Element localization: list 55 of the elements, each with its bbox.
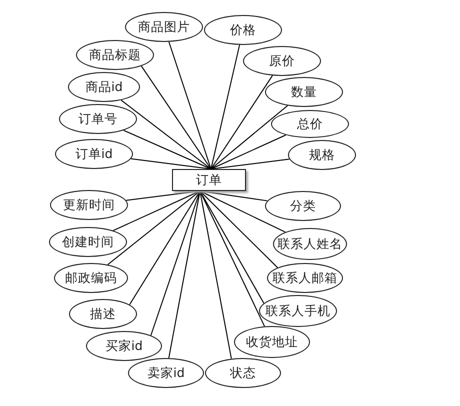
attribute-name: 价格 — [230, 22, 256, 38]
connector-line — [210, 134, 286, 170]
connector-line — [140, 66, 212, 170]
attribute-ellipse — [59, 104, 137, 134]
connector-line — [126, 190, 200, 201]
attribute-name: 订单id — [75, 146, 113, 162]
connector-line — [129, 190, 200, 306]
entity-name: 订单 — [196, 172, 222, 188]
attribute-name: 买家id — [105, 338, 143, 354]
attribute-ellipse — [76, 40, 154, 70]
connector-line — [200, 190, 264, 304]
attribute-name: 联系人手机 — [266, 302, 330, 320]
connector-line — [112, 190, 200, 232]
attribute-ellipse — [265, 77, 343, 107]
attribute-name: 联系人邮箱 — [272, 270, 338, 286]
connector-line — [210, 105, 288, 170]
attribute-name: 联系人姓名 — [278, 236, 342, 252]
attribute-ellipse — [259, 295, 337, 327]
attribute-name: 创建时间 — [62, 234, 114, 250]
attribute-name: 描述 — [90, 306, 116, 322]
attribute-name: 更新时间 — [63, 196, 115, 214]
attribute-name: 原价 — [269, 52, 295, 70]
connector-line — [168, 41, 212, 170]
attribute-name: 邮政编码 — [65, 270, 117, 286]
attribute-name: 总价 — [297, 116, 323, 132]
connector-line — [130, 158, 212, 170]
entity-box — [172, 169, 246, 191]
connector-line — [200, 190, 268, 202]
attribute-ellipse — [125, 12, 203, 42]
attribute-name: 状态 — [230, 364, 256, 382]
attribute-ellipse — [204, 15, 282, 45]
attribute-name: 收货地址 — [246, 334, 298, 350]
connector-line — [200, 190, 232, 360]
attribute-name: 卖家id — [147, 364, 185, 382]
attribute-name: 商品图片 — [138, 18, 190, 36]
connector-line — [200, 190, 286, 233]
attribute-name: 分类 — [290, 198, 316, 214]
connector-line — [150, 190, 200, 336]
attribute-name: 数量 — [291, 84, 317, 100]
attribute-ellipse — [234, 326, 310, 358]
connector-line — [107, 190, 200, 266]
connector-line — [123, 130, 212, 170]
attribute-name: 订单号 — [78, 110, 118, 128]
connector-line — [200, 190, 266, 327]
connector-line — [210, 158, 290, 170]
connector-line — [210, 75, 273, 170]
attribute-name: 商品标题 — [89, 46, 141, 64]
connector-line — [200, 190, 278, 268]
attribute-name: 商品id — [85, 78, 123, 96]
attribute-ellipse — [49, 227, 127, 257]
attribute-name: 规格 — [309, 146, 335, 164]
connector-line — [168, 190, 200, 359]
attribute-ellipse — [271, 110, 349, 138]
connector-line — [120, 100, 212, 170]
connector-line — [210, 44, 240, 170]
